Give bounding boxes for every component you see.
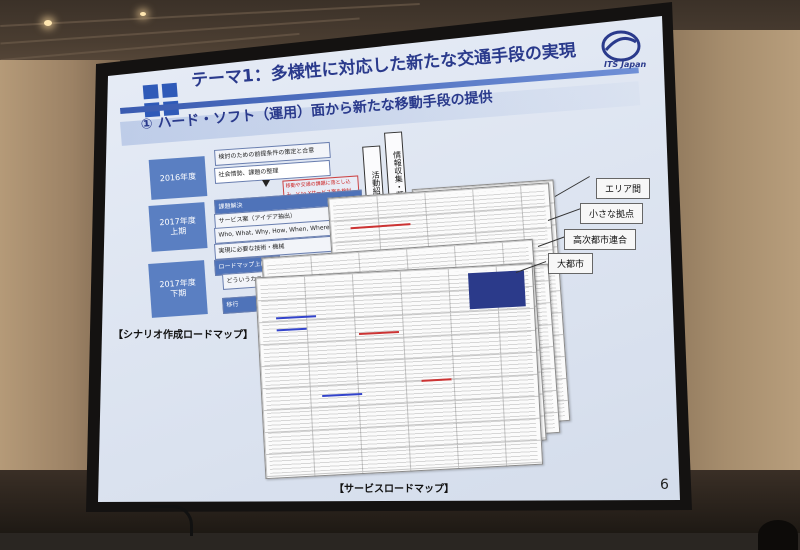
document-page — [254, 262, 544, 480]
audience-head — [758, 520, 798, 550]
ceiling-light — [140, 12, 146, 16]
scenario-roadmap-caption: 【シナリオ作成ロードマップ】 — [113, 330, 253, 341]
area-label: 小さな拠点 — [580, 203, 644, 224]
page-number: 6 — [660, 477, 669, 493]
logo-text: ITS Japan — [604, 60, 647, 69]
its-japan-logo-icon — [601, 30, 641, 62]
area-label: 高次都市連合 — [564, 229, 637, 250]
service-roadmap-caption: 【サービスロードマップ】 — [334, 484, 454, 495]
arrow-down-icon — [262, 180, 270, 187]
ceiling-light — [44, 20, 52, 26]
microphone — [150, 505, 193, 536]
year-box: 2017年度 下期 — [148, 260, 208, 318]
year-box: 2016年度 — [148, 156, 208, 200]
area-label: 大都市 — [548, 253, 594, 274]
area-label: エリア間 — [596, 178, 651, 199]
year-box: 2017年度 上期 — [148, 202, 208, 252]
